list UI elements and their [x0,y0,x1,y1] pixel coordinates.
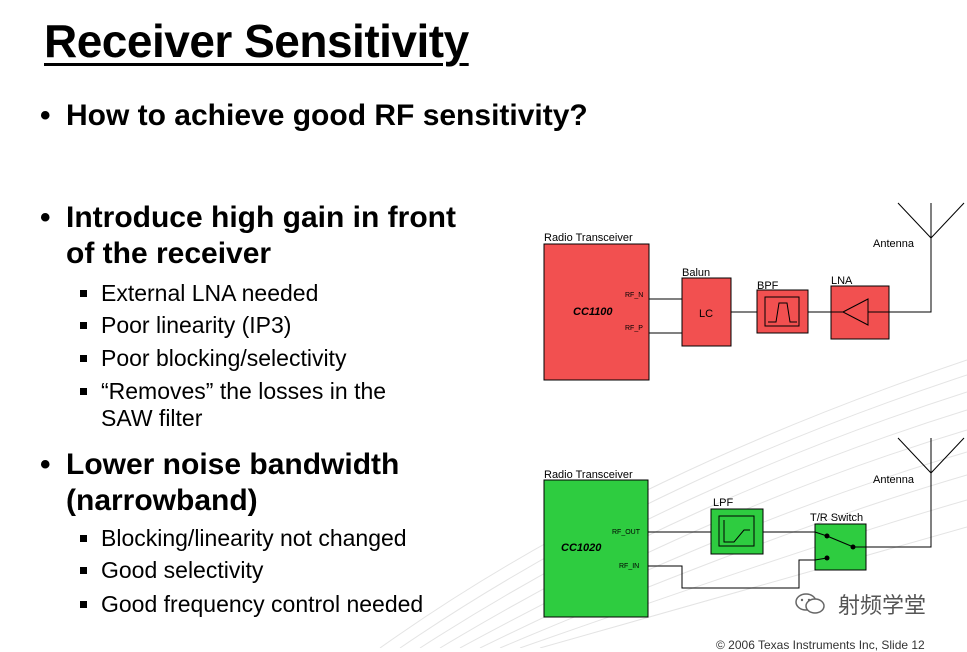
top-antenna-label: Antenna [873,238,915,250]
bandpass-icon [768,302,797,323]
square-bullet [80,567,87,574]
square-bullet [80,322,87,329]
square-bullet [80,290,87,297]
top-diagram: Radio Transceiver CC1100 RF_N RF_P Balun… [543,202,965,381]
balun-lc-text: LC [699,308,713,320]
rf-n-pin-label: RF_N [625,292,643,299]
antenna-icon [897,437,965,474]
bpf-label: BPF [757,280,779,292]
bullet-3-line1: Lower noise bandwidth [66,448,400,481]
rf-p-pin-label: RF_P [625,325,643,332]
sub-bullet-text-continued: SAW filter [101,405,203,431]
wire [866,473,932,548]
sub-bullet-text: Poor linearity (IP3) [101,312,292,338]
antenna-icon [897,202,965,239]
sub-bullet-text: Blocking/linearity not changed [101,525,407,551]
bullet-2-line1: Introduce high gain in front [66,201,456,234]
lpf-label: LPF [713,497,733,509]
cc1020-block [543,479,649,618]
rf-out-pin-label: RF_OUT [612,529,641,536]
sub-bullet-text: Good selectivity [101,557,264,583]
bullet-2-line2: of the receiver [66,237,272,270]
lna-label: LNA [831,275,853,287]
bottom-antenna-label: Antenna [873,474,915,486]
rf-in-pin-label: RF_IN [619,563,639,570]
wire [889,238,932,313]
wire [648,559,815,589]
square-bullet [80,388,87,395]
bottom-transceiver-label: Radio Transceiver [544,469,633,481]
square-bullet [80,535,87,542]
lpf-symbol-frame [718,515,755,547]
bullet-1-text: How to achieve good RF sensitivity? [66,99,588,132]
wechat-icon [795,593,825,614]
watermark-text: 射频学堂 [838,594,927,619]
cc1020-chip-label: CC1020 [561,542,602,554]
switch-icon [814,531,866,561]
bullet-dot: • [40,448,51,481]
lowpass-icon [723,520,750,543]
bpf-symbol-frame [764,296,800,327]
bottom-diagram: Radio Transceiver CC1020 RF_OUT RF_IN LP… [543,437,965,618]
square-bullet [80,601,87,608]
sub-bullet-text: “Removes” the losses in the [101,378,387,404]
slide-title: Receiver Sensitivity [44,15,469,67]
sub-bullet-text: External LNA needed [101,280,319,306]
bullet-dot: • [40,201,51,234]
bullet-dot: • [40,99,51,132]
tr-switch-label: T/R Switch [810,512,863,524]
bullet-3-line2: (narrowband) [66,484,258,517]
balun-label: Balun [682,267,710,279]
cc1100-chip-label: CC1100 [573,306,613,318]
top-transceiver-label: Radio Transceiver [544,232,633,244]
sub-bullet-text: Poor blocking/selectivity [101,345,347,371]
cc1100-block [543,243,650,381]
sub-bullet-text: Good frequency control needed [101,591,424,617]
slide-footer: © 2006 Texas Instruments Inc, Slide 12 [716,638,925,652]
square-bullet [80,355,87,362]
